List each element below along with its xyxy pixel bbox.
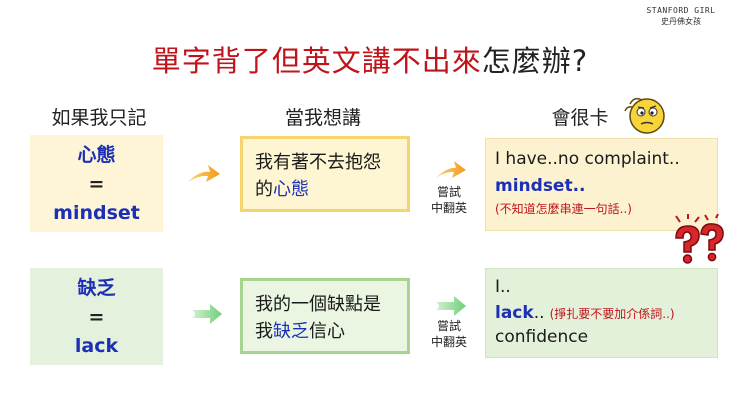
out-note-2: (掙扎要不要加介係詞..) — [549, 307, 675, 321]
translate-label-1b: 中翻英 — [430, 201, 467, 215]
orange-arrow-icon — [188, 165, 220, 182]
column-head-stuck: 會很卡 — [551, 107, 609, 129]
title-red: 單字背了但英文講不出來 — [151, 44, 482, 78]
think-line-2: 的心態 — [255, 176, 381, 203]
brand-zh: 史丹佛女孩 — [661, 17, 701, 26]
memo-english-2: lack — [74, 335, 119, 357]
think-line-2a: 我的一個缺點是 — [255, 294, 381, 315]
out-line-2c: confidence — [495, 327, 589, 347]
green-arrow-icon — [192, 304, 222, 324]
stuck-box-1: I have..no complaint.. mindset.. (不知道怎麼串… — [485, 138, 718, 231]
memorize-box-1: 心態 = mindset — [30, 135, 163, 232]
think-highlight-1: 心態 — [273, 179, 309, 200]
green-arrow-icon — [436, 296, 466, 316]
translate-label-1a: 嘗試 — [436, 185, 461, 199]
translate-label-2b: 中翻英 — [430, 335, 467, 349]
memo-english-1: mindset — [53, 202, 140, 224]
question-marks-icon — [675, 214, 724, 264]
memo-equals-1: = — [88, 173, 105, 195]
memo-word-1: 心態 — [77, 144, 116, 166]
memo-word-2: 缺乏 — [77, 277, 116, 299]
translate-label-1: 嘗試 中翻英 — [419, 184, 479, 216]
memorize-box-2: 缺乏 = lack — [30, 268, 163, 365]
column-head-think: 當我想講 — [284, 107, 361, 129]
out-line-1b: mindset.. — [495, 176, 586, 196]
title-dark: 怎麼辦? — [481, 44, 589, 78]
translate-label-2: 嘗試 中翻英 — [419, 318, 479, 350]
out-lack-dots: .. — [533, 303, 545, 323]
orange-arrow-icon — [436, 161, 466, 178]
think-plain: 的 — [255, 179, 273, 200]
think-line-2b: 我缺乏信心 — [255, 318, 381, 345]
stuck-box-2: I.. lack.. (掙扎要不要加介係詞..) confidence — [485, 268, 718, 358]
memo-equals-2: = — [88, 306, 105, 328]
think-post-2: 信心 — [309, 321, 345, 342]
page-title: 單字背了但英文講不出來怎麼辦? — [0, 38, 740, 80]
think-box-2: 我的一個缺點是 我缺乏信心 — [240, 278, 410, 354]
think-line-1: 我有著不去抱怨 — [255, 152, 381, 173]
brand-en: STANFORD GIRL — [646, 6, 716, 15]
out-note-1: (不知道怎麼串連一句話..) — [495, 202, 632, 216]
out-lack: lack — [495, 303, 534, 323]
think-highlight-2: 缺乏 — [273, 321, 309, 342]
translate-label-2a: 嘗試 — [436, 319, 461, 333]
brand-logo: STANFORD GIRL 史丹佛女孩 — [636, 6, 726, 27]
think-box-1: 我有著不去抱怨 的心態 — [240, 136, 410, 212]
confused-face-icon — [624, 97, 665, 134]
think-pre-2: 我 — [255, 321, 273, 342]
out-line-1a: I have..no complaint.. — [495, 149, 680, 169]
out-line-2a: I.. — [495, 277, 511, 297]
out-line-2b: lack.. (掙扎要不要加介係詞..) — [495, 303, 675, 323]
column-head-memorize: 如果我只記 — [51, 107, 147, 129]
